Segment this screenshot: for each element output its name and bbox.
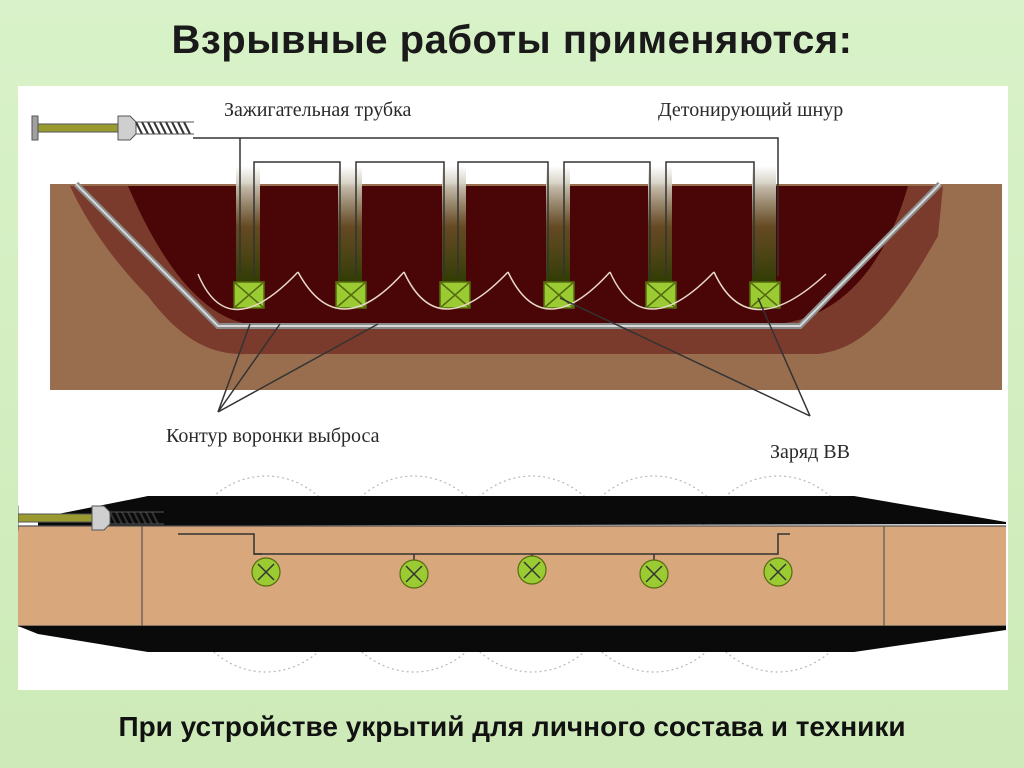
charge-marker bbox=[335, 281, 367, 309]
charge-marker bbox=[399, 559, 429, 589]
crater-fill bbox=[128, 186, 908, 324]
charge-marker bbox=[251, 557, 281, 587]
blasting-diagram: Зажигательная трубка Детонирующий шнур К… bbox=[18, 99, 1006, 673]
slide-caption: При устройстве укрытий для личного соста… bbox=[118, 711, 906, 742]
trench-bottom bbox=[18, 626, 1006, 652]
fuse-tube-device bbox=[31, 115, 194, 141]
trench-top bbox=[38, 496, 1006, 526]
charge-marker bbox=[763, 557, 793, 587]
charge-marker bbox=[517, 555, 547, 585]
trench-charges bbox=[233, 281, 781, 309]
trench-wall bbox=[18, 526, 1006, 626]
label-detonating-cord: Детонирующий шнур bbox=[658, 99, 843, 121]
plan-charges bbox=[251, 555, 793, 589]
label-charge: Заряд ВВ bbox=[770, 441, 850, 463]
label-crater-contour: Контур воронки выброса bbox=[166, 425, 380, 447]
fuse-tube-device bbox=[18, 505, 164, 531]
crater-contour-arcs bbox=[197, 271, 827, 311]
cross-section: Зажигательная трубка Детонирующий шнур К… bbox=[31, 99, 1002, 463]
charge-marker bbox=[543, 281, 575, 309]
slide-title: Взрывные работы применяются: bbox=[171, 18, 853, 62]
diagram-panel: Зажигательная трубка Детонирующий шнур К… bbox=[18, 86, 1008, 690]
label-fuse-tube: Зажигательная трубка bbox=[224, 99, 412, 121]
label-leaders bbox=[217, 297, 811, 417]
detonating-cord-lines bbox=[193, 137, 779, 276]
charge-marker bbox=[749, 281, 781, 309]
charge-marker bbox=[639, 559, 669, 589]
plan-section bbox=[18, 475, 1006, 673]
